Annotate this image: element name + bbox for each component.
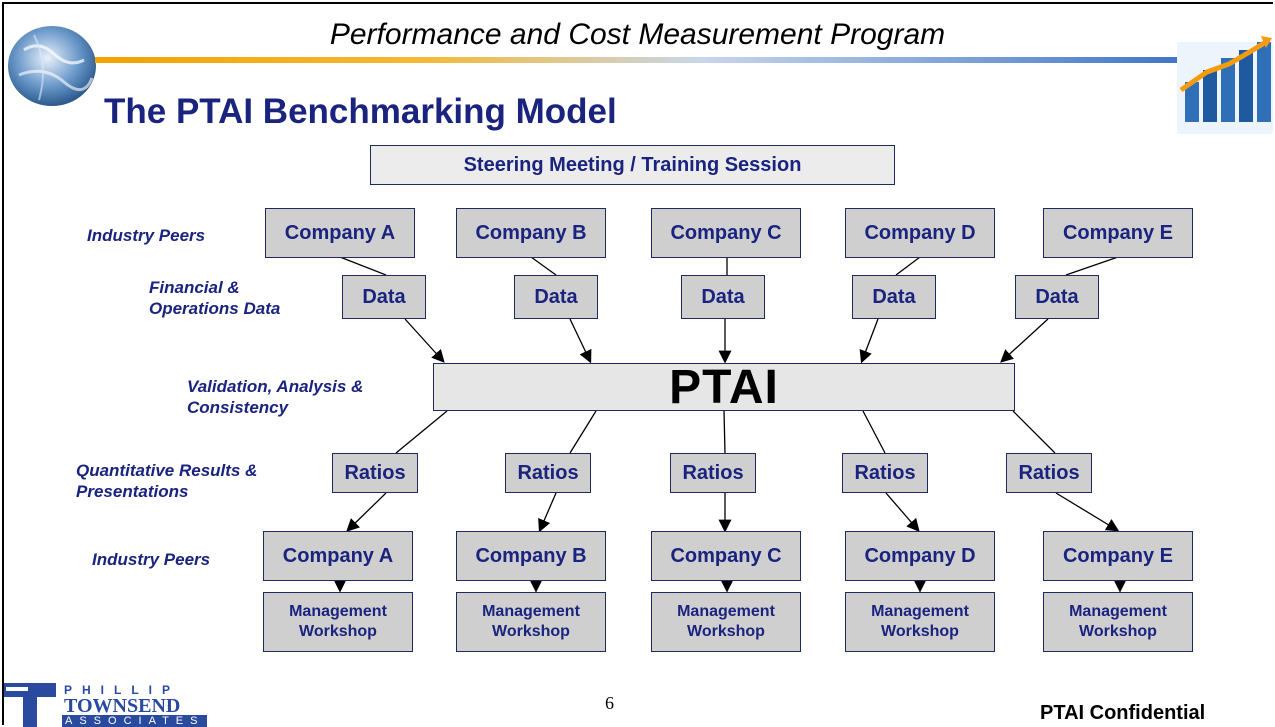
ratios-box-c: Ratios (670, 453, 756, 493)
ratios-box-e: Ratios (1006, 453, 1092, 493)
data-box-e: Data (1015, 275, 1099, 319)
bottom-company-a: Company A (263, 531, 413, 581)
workshop-line1: Management (1069, 603, 1167, 620)
workshop-line2: Workshop (687, 623, 765, 640)
label-validation-line1: Validation, Analysis & (187, 377, 364, 396)
header-gradient-bar (95, 57, 1195, 63)
page-number: 6 (605, 693, 614, 713)
logo-townsend-text: TOWNSEND (64, 695, 181, 717)
ratios-box-b: Ratios (505, 453, 591, 493)
bottom-company-b: Company B (456, 531, 606, 581)
program-title: Performance and Cost Measurement Program (329, 18, 946, 51)
workshop-line1: Management (482, 603, 580, 620)
data-box-d: Data (852, 275, 936, 319)
bar-chart-icon (1177, 36, 1273, 134)
top-company-e: Company E (1043, 208, 1193, 258)
data-box-c: Data (681, 275, 765, 319)
top-company-d: Company D (845, 208, 995, 258)
workshop-line2: Workshop (299, 623, 377, 640)
label-financial-operations: Financial & Operations Data (149, 277, 280, 319)
bottom-company-e: Company E (1043, 531, 1193, 581)
label-validation-line2: Consistency (187, 398, 289, 417)
top-company-b: Company B (456, 208, 606, 258)
data-box-a: Data (342, 275, 426, 319)
workshop-line2: Workshop (1079, 623, 1157, 640)
workshop-line1: Management (871, 603, 969, 620)
top-company-c: Company C (651, 208, 801, 258)
ptai-center-box: PTAI (433, 361, 1015, 414)
workshop-line1: Management (289, 603, 387, 620)
confidential-label: PTAI Confidential (1040, 702, 1206, 724)
globe-icon (8, 26, 96, 106)
workshop-line1: Management (677, 603, 775, 620)
label-quant-line1: Quantitative Results & (76, 461, 258, 480)
label-validation: Validation, Analysis & Consistency (187, 376, 363, 418)
bottom-company-c: Company C (651, 531, 801, 581)
logo-phillip-text: PHILLIP (64, 683, 181, 697)
label-financial-line2: Operations Data (149, 299, 281, 318)
slide-title: The PTAI Benchmarking Model (104, 92, 617, 131)
label-industry-peers-top: Industry Peers (87, 226, 206, 245)
ratios-box-d: Ratios (842, 453, 928, 493)
label-industry-peers-bottom: Industry Peers (92, 550, 211, 569)
label-financial-line1: Financial & (149, 278, 240, 297)
label-quant-line2: Presentations (76, 482, 189, 501)
workshop-line2: Workshop (881, 623, 959, 640)
workshop-line2: Workshop (492, 623, 570, 640)
ratios-box-a: Ratios (332, 453, 418, 493)
steering-meeting-box: Steering Meeting / Training Session (370, 145, 895, 185)
logo-associates-text: ASSOCIATES (62, 715, 208, 727)
data-box-b: Data (514, 275, 598, 319)
top-company-a: Company A (265, 208, 415, 258)
label-quantitative: Quantitative Results & Presentations (76, 460, 257, 502)
townsend-t-icon (4, 683, 56, 727)
bottom-company-d: Company D (845, 531, 995, 581)
